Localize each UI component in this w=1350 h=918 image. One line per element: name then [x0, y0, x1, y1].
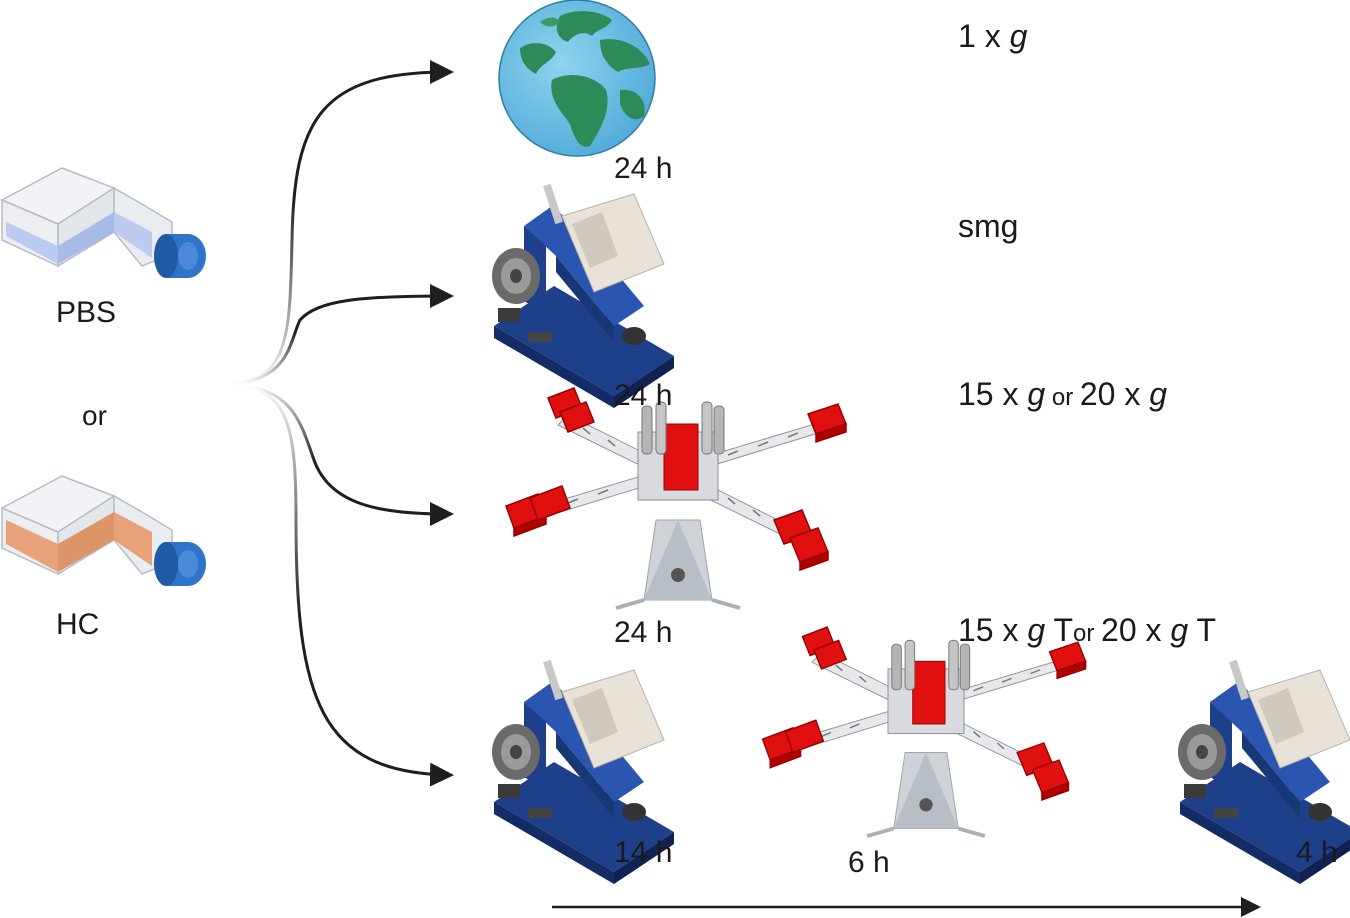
condition-part: g — [1170, 612, 1189, 648]
centrifuge-icon — [760, 625, 1088, 839]
condition-part: g — [1149, 376, 1168, 412]
condition-label-hypergravity: 15 x g or 20 x g — [958, 378, 1167, 410]
condition-label-smg: smg — [958, 210, 1018, 242]
condition-part: 15 x — [958, 612, 1028, 648]
duration-seq-clinostat-2: 4 h — [1296, 836, 1338, 869]
condition-part: g — [1027, 376, 1046, 412]
condition-label-1g: 1 x g — [958, 20, 1027, 52]
duration-seq-clinostat-1: 14 h — [614, 836, 673, 869]
duration-clinostat: 24 h — [614, 379, 673, 412]
arrow-to-sequence — [230, 382, 454, 787]
condition-part: g — [1009, 18, 1028, 54]
centrifuge-icon — [504, 386, 848, 610]
sample-label-hc: HC — [56, 608, 100, 641]
condition-part: or — [1045, 384, 1080, 411]
arrow-to-1g — [230, 60, 454, 386]
condition-part: 20 x — [1101, 612, 1171, 648]
condition-label-sequence: 15 x g Tor 20 x g T — [958, 614, 1216, 646]
clinostat-icon — [491, 183, 675, 409]
condition-part: 1 x — [958, 18, 1010, 54]
earth-icon — [498, 0, 656, 157]
arrow-to-hg — [230, 382, 454, 526]
duration-centrifuge: 24 h — [614, 616, 673, 649]
or-label: or — [82, 400, 107, 431]
condition-part: 15 x — [958, 376, 1028, 412]
flask-pbs-icon — [1, 167, 206, 278]
duration-earth: 24 h — [614, 152, 673, 185]
condition-part: T — [1045, 612, 1074, 648]
condition-part: smg — [958, 208, 1019, 244]
duration-seq-centrifuge: 6 h — [848, 846, 890, 879]
arrow-to-smg — [230, 284, 454, 386]
condition-part: g — [1027, 612, 1046, 648]
condition-part: T — [1188, 612, 1217, 648]
flask-hc-icon — [1, 475, 206, 586]
condition-part: or — [1073, 620, 1102, 647]
sample-label-pbs: PBS — [56, 296, 117, 329]
condition-part: 20 x — [1079, 376, 1150, 412]
